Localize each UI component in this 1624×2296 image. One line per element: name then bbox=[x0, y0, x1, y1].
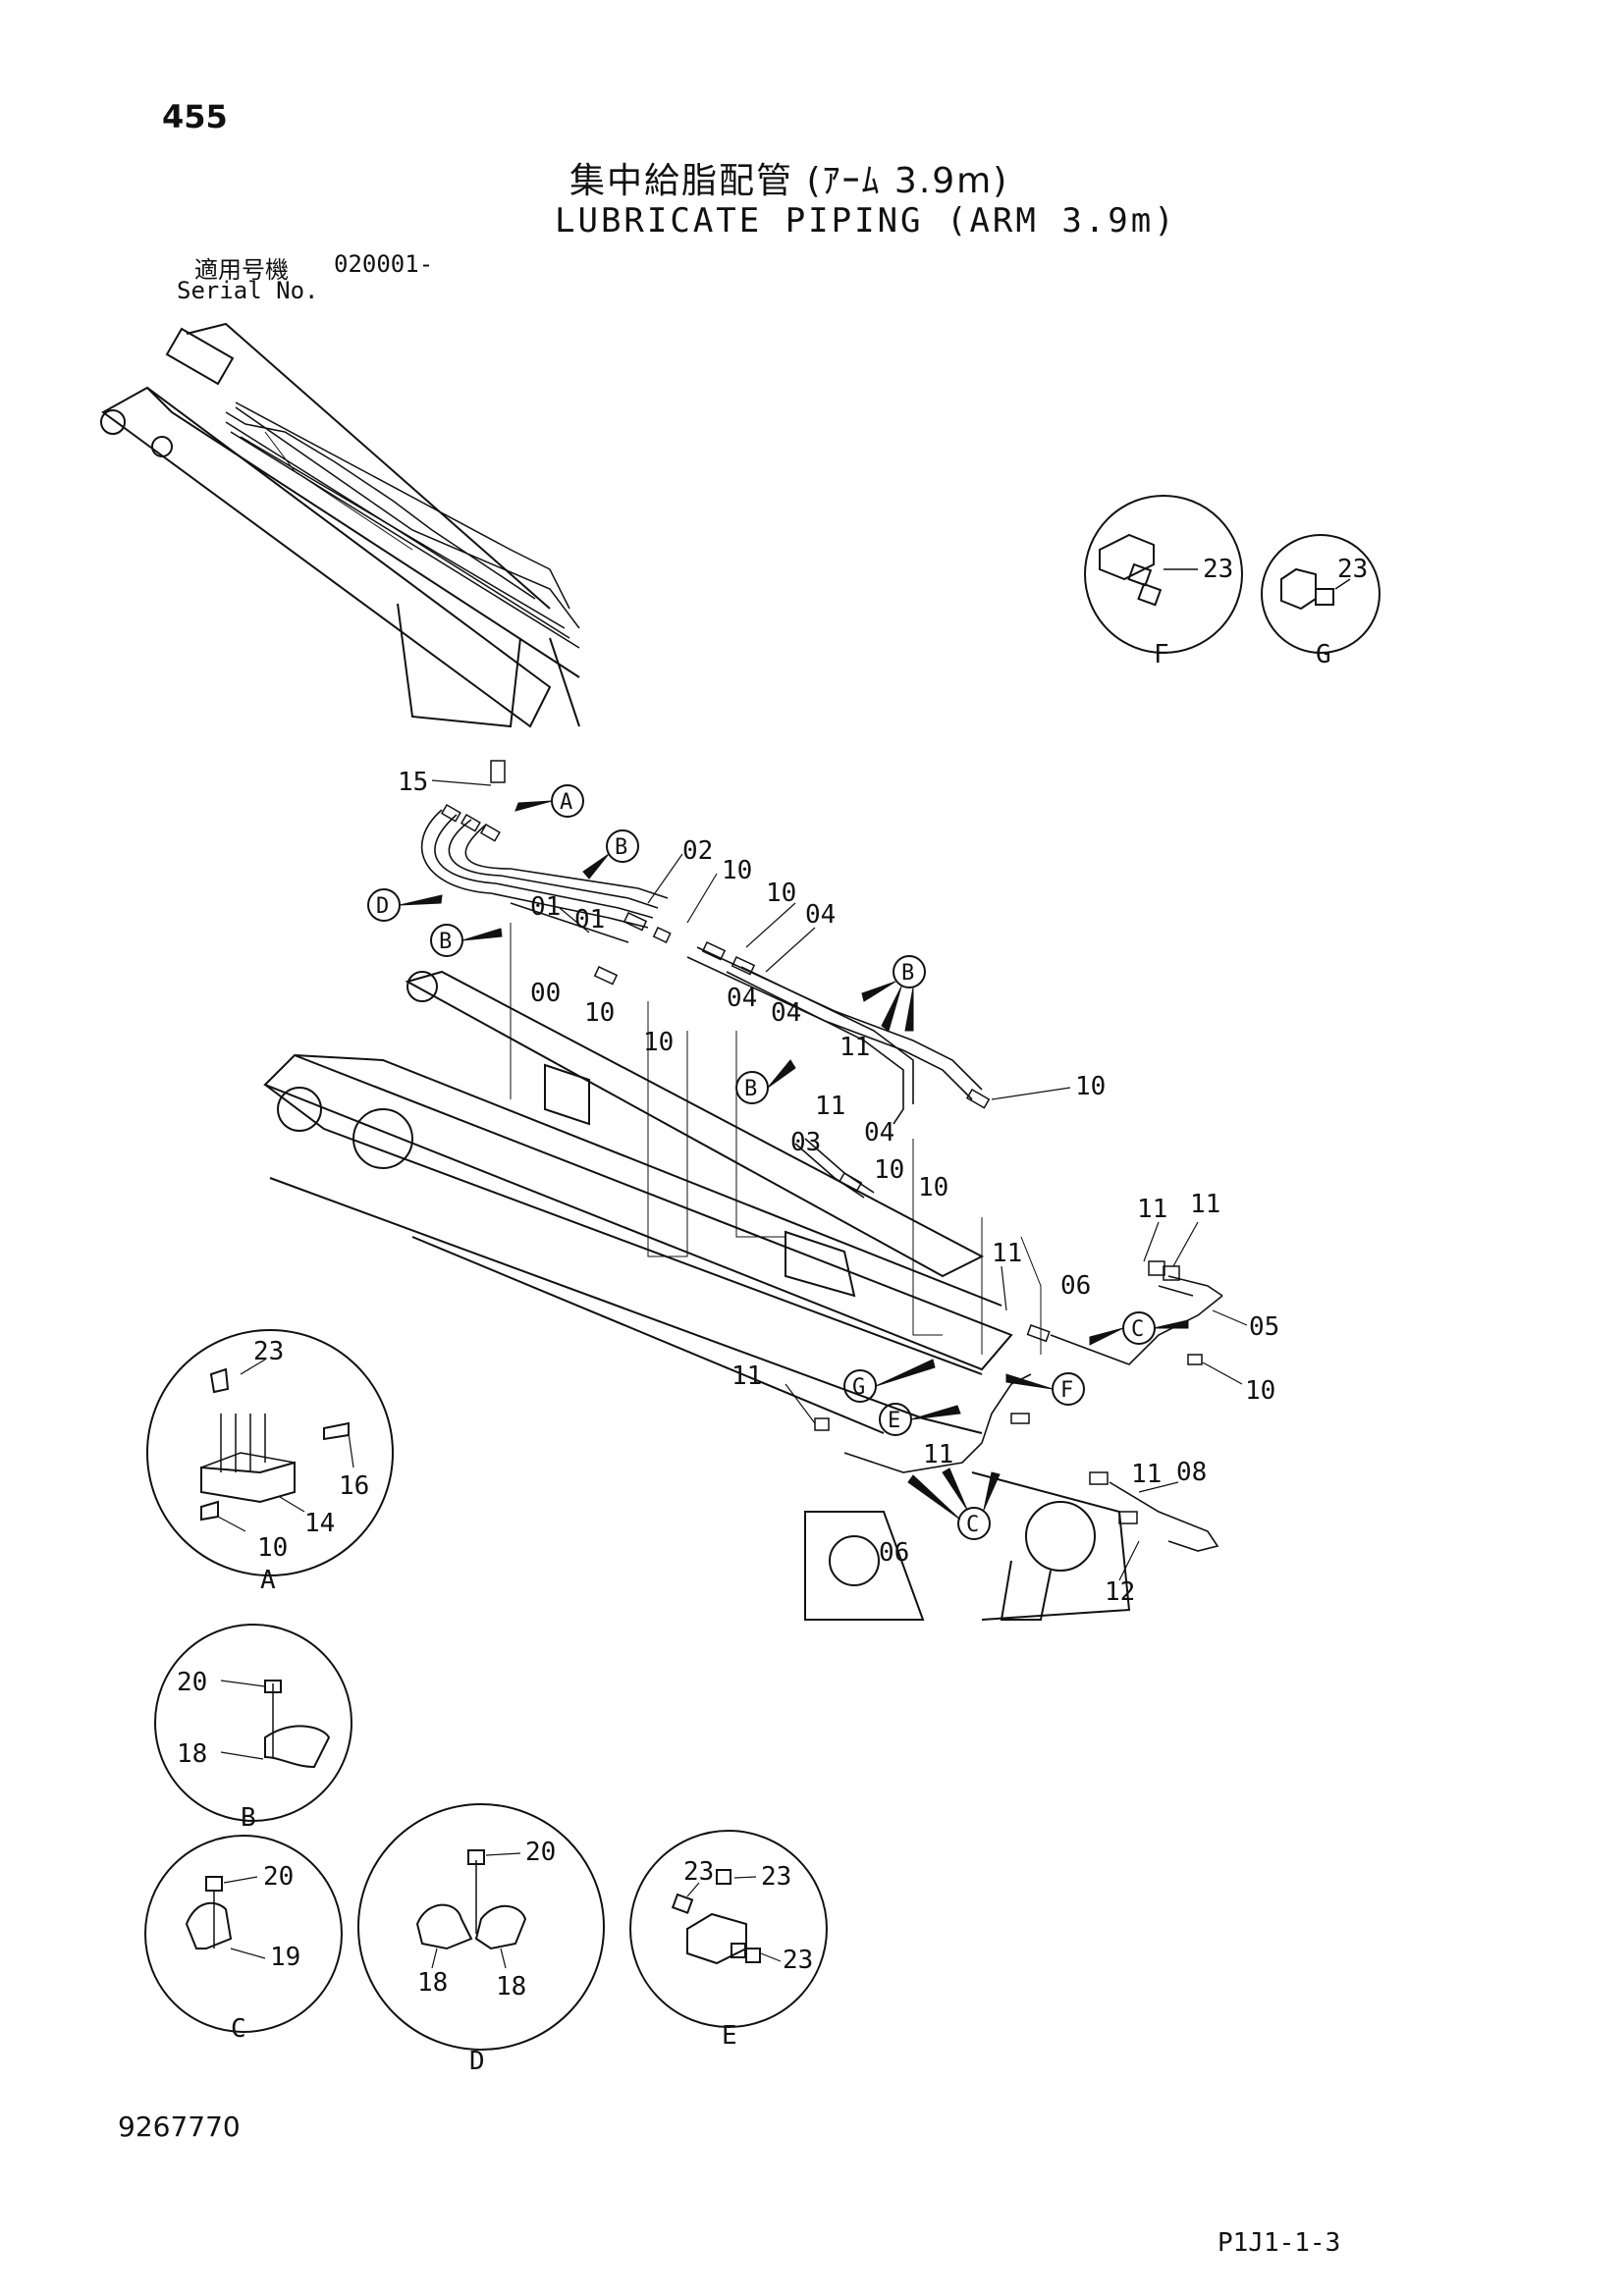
title-english: LUBRICATE PIPING (ARM 3.9m) bbox=[555, 201, 1177, 240]
overview-boom-illustration bbox=[100, 322, 580, 728]
part-label-04-b: 04 bbox=[727, 984, 757, 1013]
callout-letter-d: D bbox=[376, 894, 389, 919]
detail-a-part-16: 16 bbox=[339, 1471, 369, 1501]
part-label-12: 12 bbox=[1105, 1577, 1135, 1607]
detail-c-letter: C bbox=[231, 2014, 246, 2044]
title-japanese: 集中給脂配管 (ｱｰﾑ 3.9m) bbox=[569, 161, 1009, 201]
detail-e-part-23-c: 23 bbox=[783, 1946, 813, 1975]
page-code: P1J1-1-3 bbox=[1218, 2228, 1341, 2258]
detail-e-part-23-b: 23 bbox=[761, 1862, 791, 1892]
detail-view-c: 20 19 C bbox=[144, 1835, 343, 2044]
detail-a-part-10: 10 bbox=[257, 1533, 288, 1563]
detail-e-part-23-a: 23 bbox=[683, 1857, 714, 1887]
detail-view-d: 20 18 18 D bbox=[357, 1803, 605, 2076]
part-label-10-e: 10 bbox=[874, 1155, 904, 1185]
detail-view-f: 23 F bbox=[1084, 495, 1243, 669]
part-label-01-a: 01 bbox=[530, 892, 561, 922]
part-label-04-d: 04 bbox=[864, 1118, 894, 1148]
detail-view-b: 20 18 B bbox=[154, 1624, 352, 1833]
callout-letter-b-1: B bbox=[615, 835, 627, 860]
part-label-10-d: 10 bbox=[643, 1028, 674, 1057]
detail-b-part-18: 18 bbox=[177, 1739, 207, 1769]
callout-letter-g: G bbox=[852, 1375, 865, 1400]
detail-d-part-20: 20 bbox=[525, 1838, 556, 1867]
part-label-04-a: 04 bbox=[805, 900, 836, 930]
detail-f-part-23: 23 bbox=[1203, 555, 1233, 584]
part-label-10-g: 10 bbox=[1075, 1072, 1106, 1101]
serial-number-value: 020001- bbox=[334, 250, 434, 278]
lubricate-pipes bbox=[420, 809, 1223, 1552]
part-label-11-a: 11 bbox=[839, 1033, 870, 1062]
page-number: 455 bbox=[162, 98, 228, 135]
part-label-05: 05 bbox=[1249, 1312, 1279, 1342]
part-label-01-b: 01 bbox=[574, 905, 605, 934]
detail-f-letter: F bbox=[1154, 640, 1169, 669]
callout-arrows bbox=[399, 800, 1189, 1521]
part-label-11-h: 11 bbox=[1131, 1460, 1162, 1489]
part-label-10-h: 10 bbox=[1245, 1376, 1275, 1406]
detail-c-part-19: 19 bbox=[270, 1943, 300, 1972]
detail-b-part-20: 20 bbox=[177, 1668, 207, 1697]
pipe-fittings bbox=[440, 760, 1203, 1524]
detail-d-letter: D bbox=[469, 2047, 485, 2076]
callout-letter-a: A bbox=[560, 790, 572, 815]
detail-a-part-23: 23 bbox=[253, 1337, 284, 1366]
part-label-11-c: 11 bbox=[1137, 1195, 1167, 1224]
main-part-labels: 15 02 10 10 04 01 01 00 10 04 04 10 11 1… bbox=[398, 768, 1279, 1607]
serial-label-english: Serial No. bbox=[177, 277, 319, 304]
detail-view-e: 23 23 23 E bbox=[629, 1830, 828, 2051]
part-label-11-g: 11 bbox=[923, 1440, 953, 1469]
part-label-11-d: 11 bbox=[1190, 1190, 1220, 1219]
callout-letter-c-2: C bbox=[966, 1513, 979, 1537]
callout-letter-e: E bbox=[888, 1409, 900, 1433]
part-label-10-a: 10 bbox=[722, 856, 752, 885]
part-label-11-e: 11 bbox=[992, 1239, 1022, 1268]
main-arm-illustration bbox=[263, 923, 1131, 1621]
part-label-10-b: 10 bbox=[766, 879, 796, 908]
part-label-02: 02 bbox=[682, 836, 713, 866]
callout-letter-b-2: B bbox=[439, 930, 452, 954]
detail-b-letter: B bbox=[241, 1803, 256, 1833]
detail-d-part-18-b: 18 bbox=[496, 1972, 526, 2002]
callout-bubbles: A B D B B B C G F E C bbox=[367, 784, 1156, 1540]
part-label-11-f: 11 bbox=[731, 1362, 762, 1391]
detail-g-letter: G bbox=[1316, 640, 1331, 669]
part-leader-lines bbox=[431, 779, 1248, 1581]
part-label-06-a: 06 bbox=[1060, 1271, 1091, 1301]
detail-view-g: 23 G bbox=[1261, 534, 1380, 669]
callout-letter-b-3: B bbox=[901, 961, 914, 986]
detail-a-letter: A bbox=[260, 1566, 276, 1595]
part-label-10-f: 10 bbox=[918, 1173, 948, 1202]
detail-g-part-23: 23 bbox=[1337, 555, 1368, 584]
part-label-03: 03 bbox=[790, 1128, 821, 1157]
callout-letter-f: F bbox=[1060, 1378, 1073, 1403]
callout-letter-c-1: C bbox=[1131, 1317, 1144, 1342]
part-label-08: 08 bbox=[1176, 1458, 1207, 1487]
detail-view-a: 23 16 14 10 A bbox=[146, 1329, 394, 1595]
catalog-number: 9267770 bbox=[118, 2110, 241, 2143]
part-label-00: 00 bbox=[530, 979, 561, 1008]
detail-a-part-14: 14 bbox=[304, 1509, 335, 1538]
part-label-10-c: 10 bbox=[584, 998, 615, 1028]
detail-c-part-20: 20 bbox=[263, 1862, 294, 1892]
part-label-04-c: 04 bbox=[771, 998, 801, 1028]
part-label-15: 15 bbox=[398, 768, 428, 797]
detail-e-letter: E bbox=[722, 2021, 737, 2051]
callout-letter-b-4: B bbox=[744, 1077, 757, 1101]
serial-label-japanese: 適用号機 bbox=[194, 256, 289, 284]
part-label-11-b: 11 bbox=[815, 1092, 845, 1121]
part-label-06-b: 06 bbox=[879, 1538, 909, 1568]
detail-d-part-18-a: 18 bbox=[417, 1968, 448, 1998]
